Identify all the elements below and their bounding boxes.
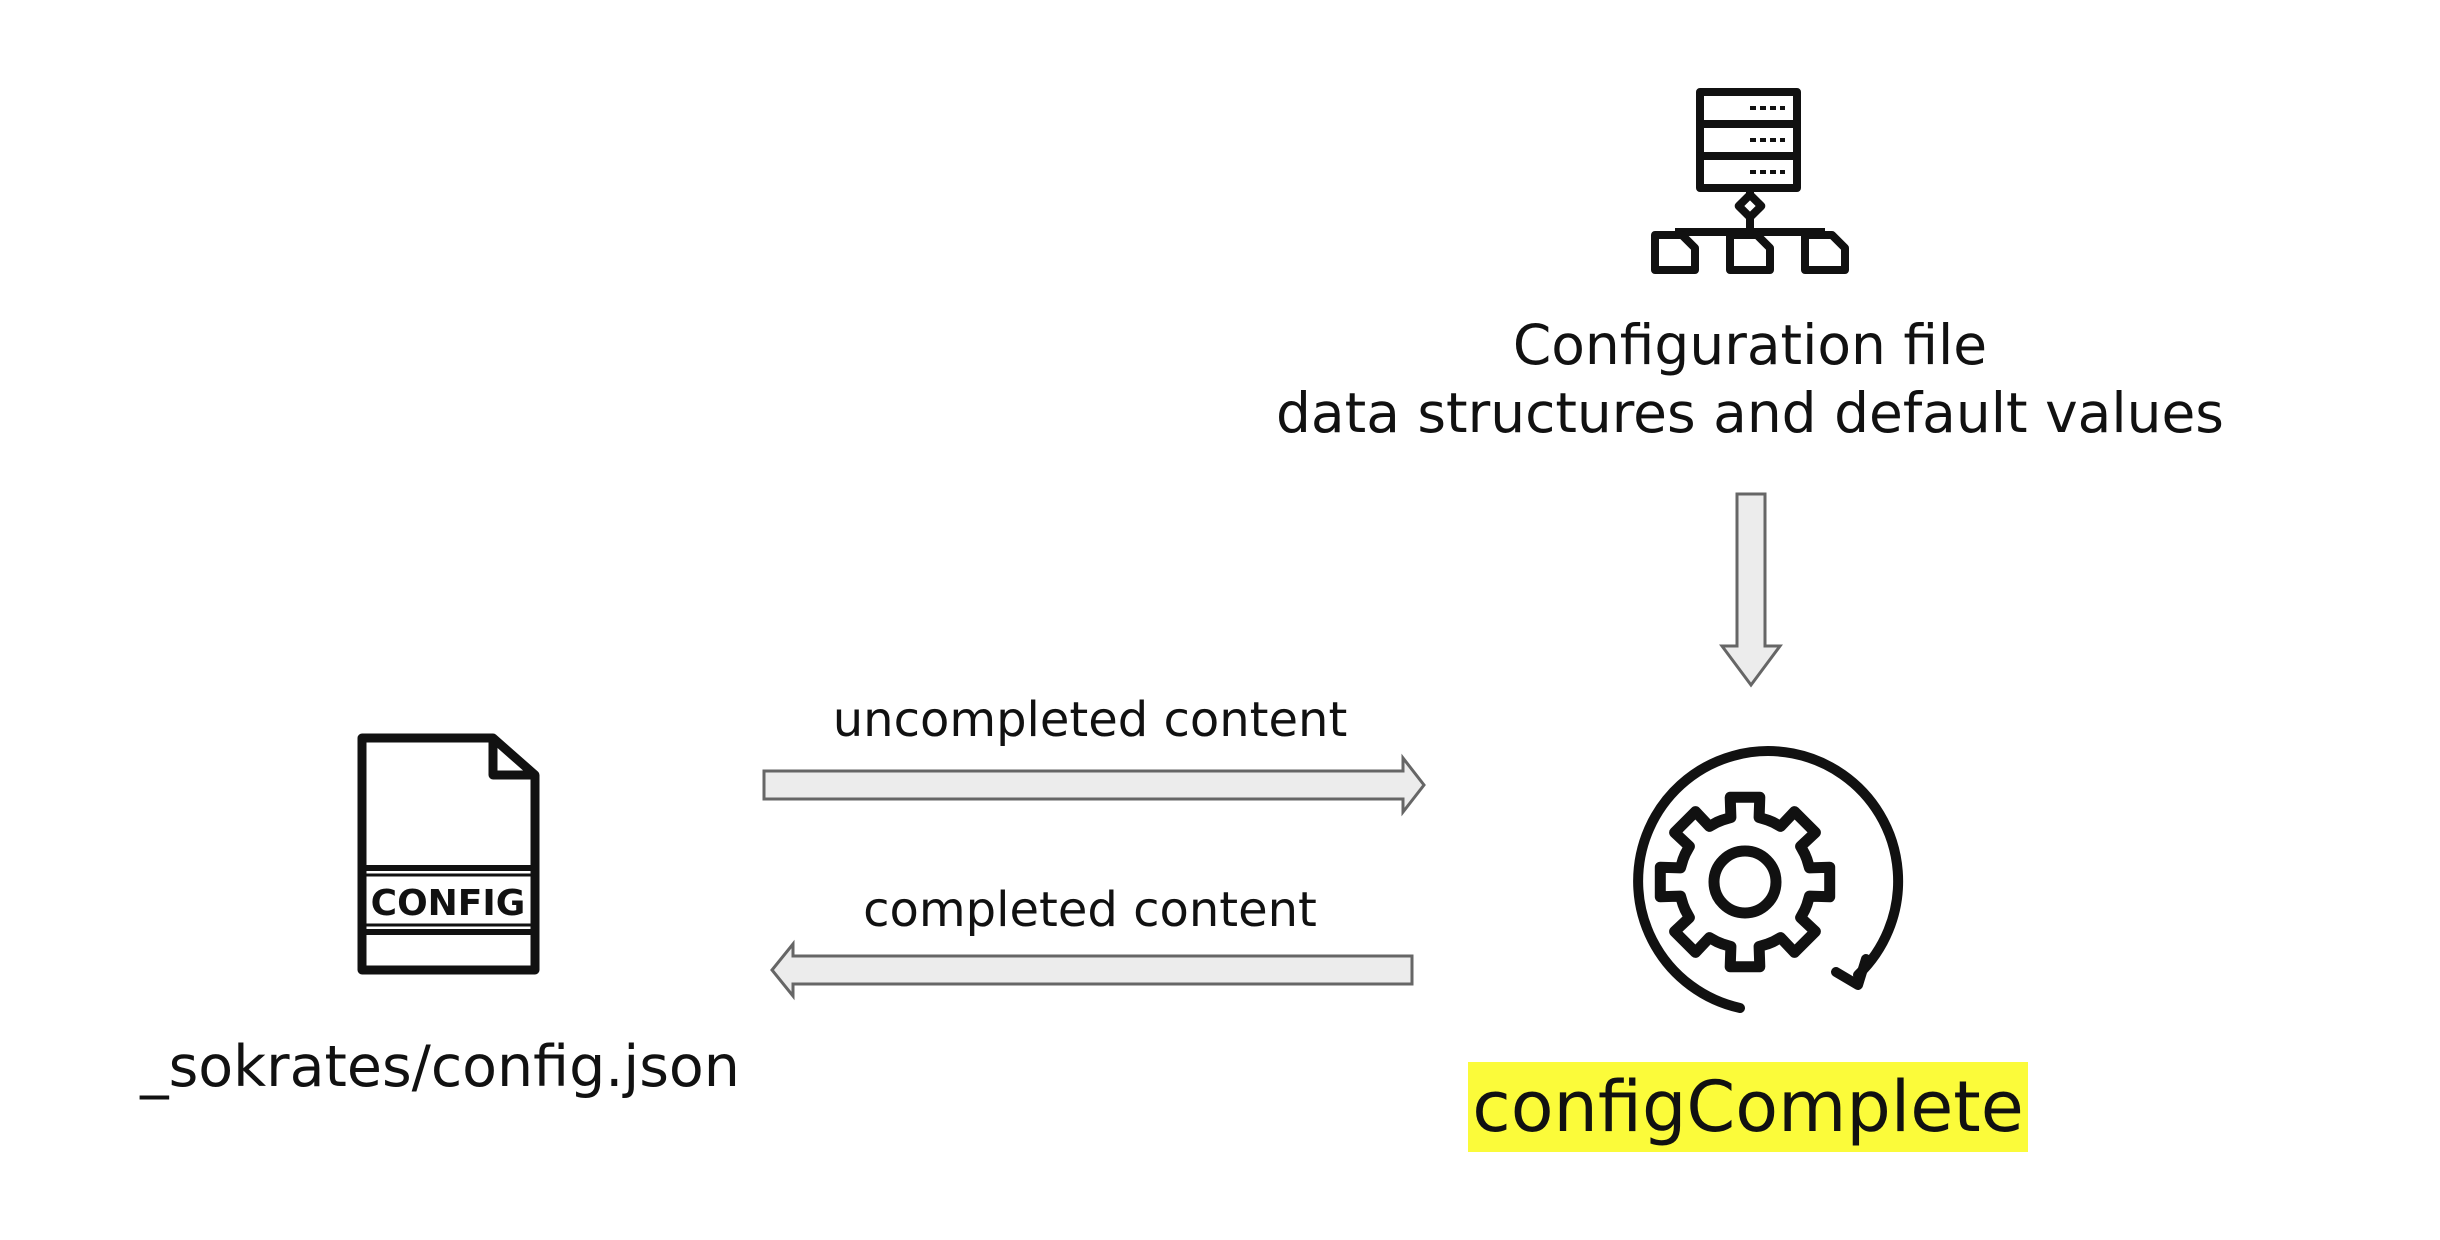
config-path-label: _sokrates/config.json — [140, 1034, 740, 1100]
config-file-subtitle: data structures and default values — [1276, 381, 2224, 445]
uncompleted-content-label: uncompleted content — [832, 692, 1348, 748]
completed-content-label: completed content — [863, 882, 1317, 938]
config-complete-label: configComplete — [1452, 1062, 2044, 1152]
config-document-text: CONFIG — [371, 883, 526, 924]
config-complete-highlight: configComplete — [1468, 1062, 2028, 1152]
config-file-title: Configuration file — [1512, 313, 1988, 377]
